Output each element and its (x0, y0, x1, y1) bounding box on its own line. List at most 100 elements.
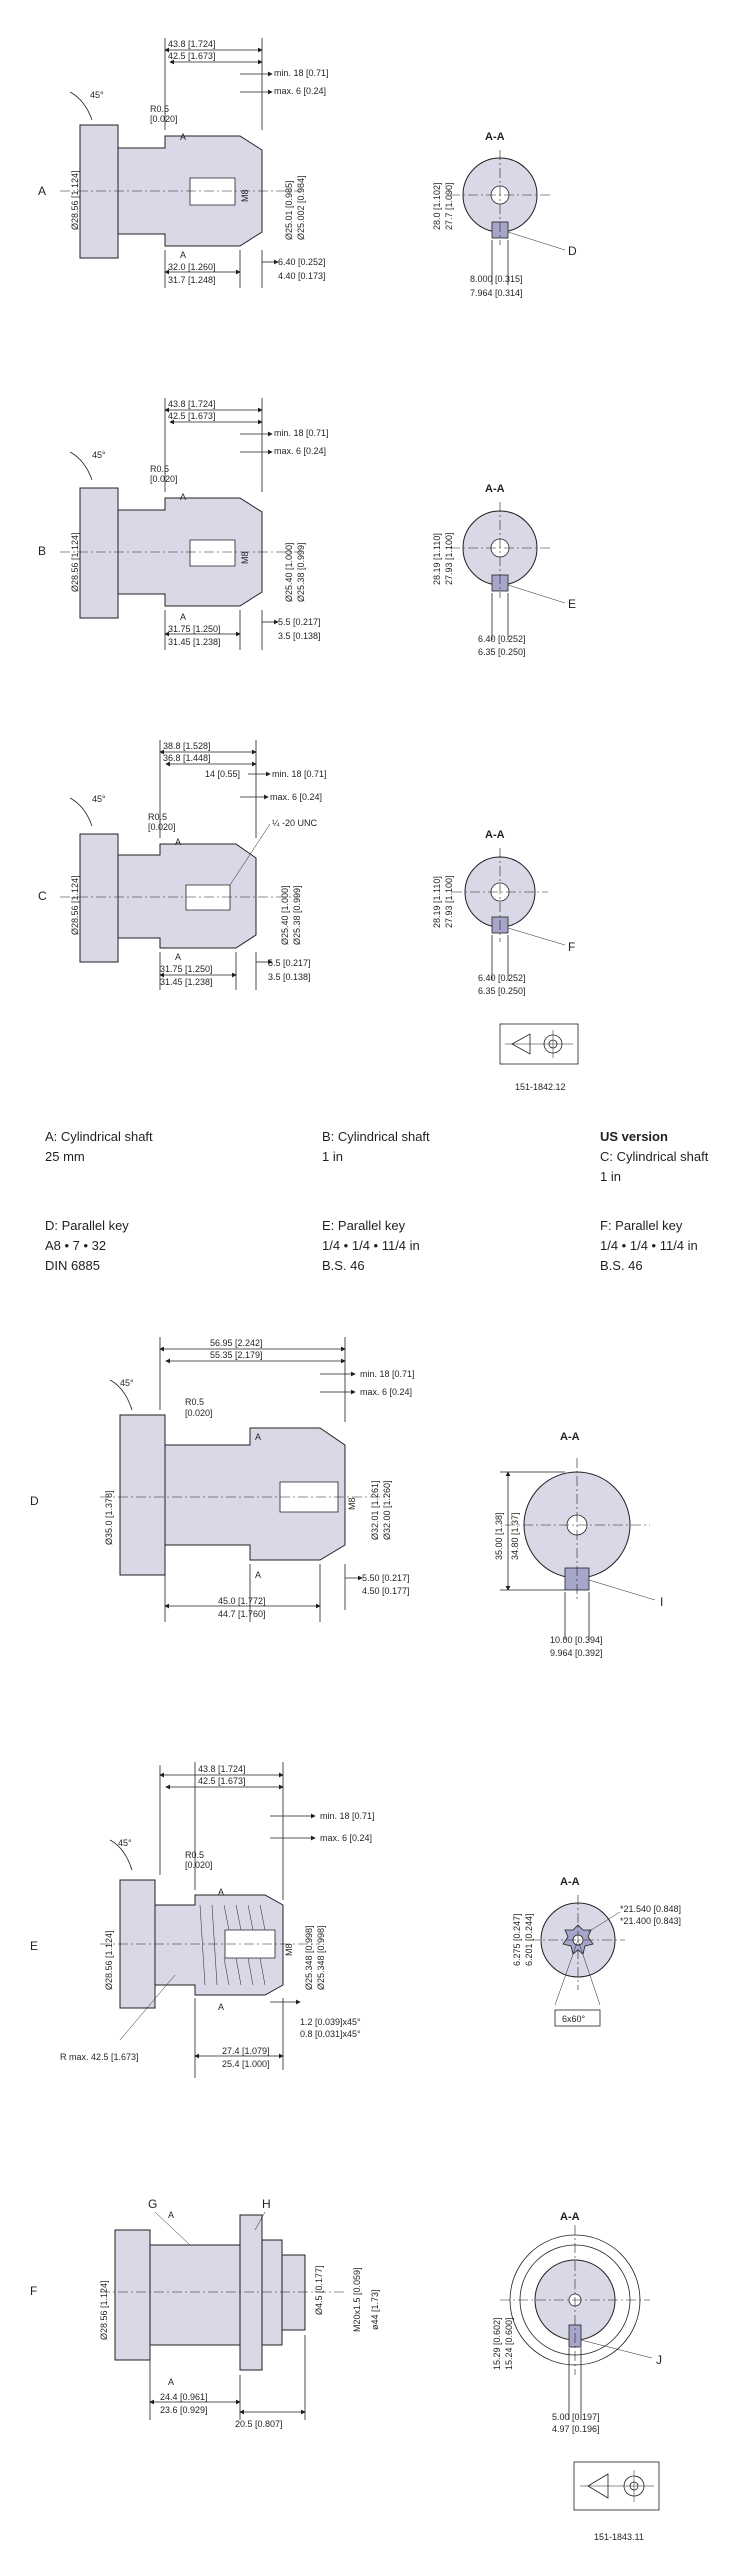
c-section-top: A (175, 837, 181, 847)
c-left-dia: Ø28.56 [1.124] (70, 875, 80, 935)
b-sec-h1: 28.19 [1.110] (432, 533, 442, 585)
b-d2: Ø25.38 [0.999] (296, 542, 306, 602)
thread-hole-c (185, 884, 231, 911)
e-spl2: *21.400 [0.843] (620, 1916, 681, 1926)
a-min: min. 18 [0.71] (274, 68, 329, 78)
e-angle: 45° (118, 1838, 132, 1848)
d-m: M8 (347, 1497, 357, 1510)
d-key-w2: 9.964 [0.392] (550, 1648, 603, 1658)
section-title-b: A-A (485, 483, 505, 495)
nut-f (261, 2239, 283, 2346)
d-r1: R0.5 (185, 1397, 204, 1407)
d-r2: [0.020] (185, 1408, 213, 1418)
c-key-w1: 6.40 [0.252] (478, 973, 526, 983)
section-title-f: A-A (560, 2211, 580, 2223)
a-angle: 45° (90, 90, 104, 100)
callout-h: H (262, 2197, 271, 2211)
flange-d (119, 1414, 166, 1576)
legend-e-title: E: Parallel key (322, 1218, 406, 1233)
e-spl1: *21.540 [0.848] (620, 1904, 681, 1914)
legend-d: D: Parallel key A8 • 7 • 32 DIN 6885 (45, 1216, 129, 1276)
b-r2: [0.020] (150, 474, 178, 484)
f-key-w2: 4.97 [0.196] (552, 2424, 600, 2434)
c-d1: Ø25.40 [1.000] (280, 885, 290, 945)
e-chamf1: 1.2 [0.039]x45° (300, 2017, 361, 2027)
section-title-e: A-A (560, 1876, 580, 1888)
d-step1: 5.50 [0.217] (362, 1573, 410, 1583)
shaft-c-drawing: C 38.8 [1.528] 36.8 [1.448] 14 [0.55] mi… (38, 740, 327, 990)
f-d44: ø44 [1.73] (370, 2289, 380, 2330)
b-section-top: A (180, 492, 186, 502)
callout-d: D (568, 244, 577, 258)
projection-symbol-1 (499, 1023, 579, 1065)
row-label-d: D (30, 1494, 39, 1508)
section-title-a: A-A (485, 131, 505, 143)
e-r2: [0.020] (185, 1860, 213, 1870)
thread-hole-b (189, 539, 236, 567)
legend-c: US version C: Cylindrical shaft 1 in (600, 1127, 708, 1187)
callout-j: J (656, 2353, 662, 2367)
c-section-bot: A (175, 952, 181, 962)
a-sec-h2: 27.7 [1.090] (444, 182, 454, 230)
section-e-view: A-A 6x60° 6.275 [0.247] 6.201 [0.244] *2… (512, 1876, 681, 2027)
d-angle: 45° (120, 1378, 134, 1388)
d-key-w1: 10.00 [0.394] (550, 1635, 603, 1645)
shaft-a-drawing: A 43.8 [1.724] 42.5 [1.673] min. 18 [0.7… (38, 38, 329, 288)
legend-a: A: Cylindrical shaft 25 mm (45, 1127, 153, 1167)
row-label-b: B (38, 544, 46, 558)
legend-a-title: A: Cylindrical shaft (45, 1129, 153, 1144)
projection-symbol-2 (573, 2461, 660, 2511)
legend-d-line2: DIN 6885 (45, 1258, 100, 1273)
thread-f (281, 2254, 306, 2331)
flange-f (114, 2229, 151, 2361)
a-step1: 6.40 [0.252] (278, 257, 326, 267)
legend-b-sub: 1 in (322, 1149, 343, 1164)
e-max: max. 6 [0.24] (320, 1833, 372, 1843)
legend-c-sub: 1 in (600, 1169, 621, 1184)
b-left-dia: Ø28.56 [1.124] (70, 532, 80, 592)
e-left-dia: Ø28.56 [1.124] (104, 1930, 114, 1990)
f-bot1: 24.4 [0.961] (160, 2392, 208, 2402)
f-step: 20.5 [0.807] (235, 2419, 283, 2429)
c-sec-h1: 28.19 [1.110] (432, 876, 442, 928)
c-step1: 5.5 [0.217] (268, 958, 311, 968)
c-unc: ¼ -20 UNC (272, 818, 318, 828)
row-label-f: F (30, 2284, 37, 2298)
d-section-top: A (255, 1432, 261, 1442)
legend-d-line1: A8 • 7 • 32 (45, 1238, 107, 1253)
d-step2: 4.50 [0.177] (362, 1586, 410, 1596)
b-dim-total-2: 42.5 [1.673] (168, 411, 216, 421)
f-key-w1: 5.00 [0.197] (552, 2412, 600, 2422)
e-bot2: 25.4 [1.000] (222, 2059, 270, 2069)
d-d1: Ø32.01 [1.261] (370, 1480, 380, 1540)
legend-a-sub: 25 mm (45, 1149, 85, 1164)
c-r1: R0.5 (148, 812, 167, 822)
e-dim-total-2: 42.5 [1.673] (198, 1776, 246, 1786)
c-dim-total-1: 38.8 [1.528] (163, 741, 211, 751)
c-max: max. 6 [0.24] (270, 792, 322, 802)
b-step1: 5.5 [0.217] (278, 617, 321, 627)
d-d2: Ø32.00 [1.260] (382, 1480, 392, 1540)
a-d1: Ø25.01 [0.985] (284, 180, 294, 240)
f-bot2: 23.6 [0.929] (160, 2405, 208, 2415)
a-m: M8 (240, 189, 250, 202)
b-sec-h2: 27.93 [1.100] (444, 532, 454, 585)
a-section-bot: A (180, 250, 186, 260)
legend-f: F: Parallel key 1/4 • 1/4 • 11/4 in B.S.… (600, 1216, 698, 1276)
flange-c (79, 833, 119, 963)
legend-b-title: B: Cylindrical shaft (322, 1129, 430, 1144)
row-label-c: C (38, 889, 47, 903)
e-r1: R0.5 (185, 1850, 204, 1860)
d-max: max. 6 [0.24] (360, 1387, 412, 1397)
a-r1: R0.5 (150, 104, 169, 114)
d-dim-total-1: 56.95 [2.242] (210, 1338, 263, 1348)
e-dim-total-1: 43.8 [1.724] (198, 1764, 246, 1774)
b-r1: R0.5 (150, 464, 169, 474)
b-dim-total-1: 43.8 [1.724] (168, 399, 216, 409)
section-title-d: A-A (560, 1431, 580, 1443)
row-label-e: E (30, 1939, 38, 1953)
legend-d-title: D: Parallel key (45, 1218, 129, 1233)
c-bot1: 31.75 [1.250] (160, 964, 213, 974)
d-bot1: 45.0 [1.772] (218, 1596, 266, 1606)
